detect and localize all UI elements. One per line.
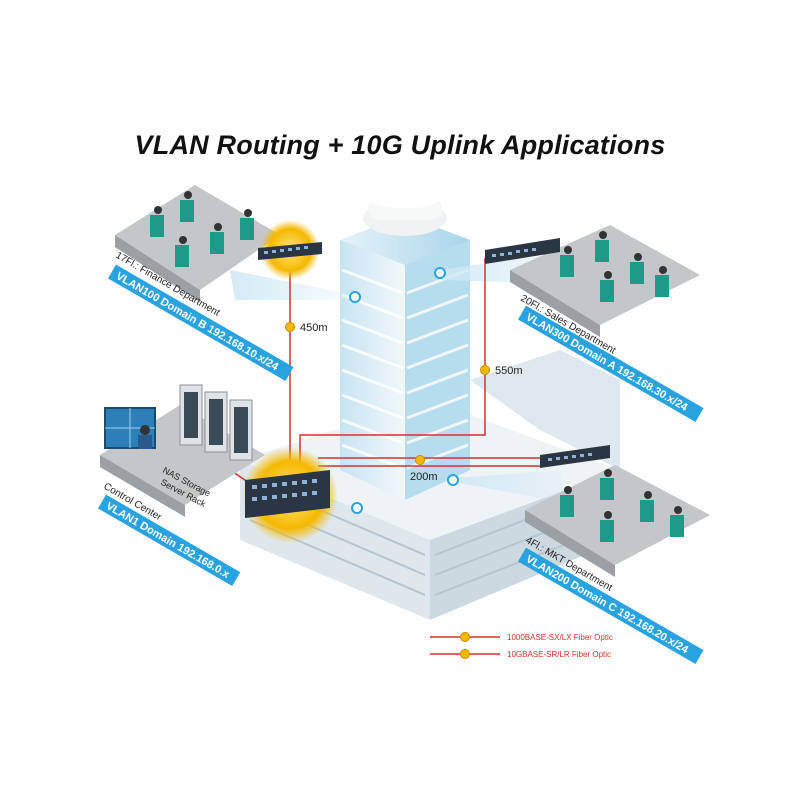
distance-markers (285, 322, 490, 465)
diagram-title: VLAN Routing + 10G Uplink Applications (134, 130, 666, 160)
distance-label-200m: 200m (410, 471, 438, 483)
distance-label-450m: 450m (300, 322, 328, 334)
finance-switch (258, 220, 322, 280)
tower-building (340, 188, 470, 500)
finance-department-floor (115, 185, 280, 302)
control-center-vlan-label: VLAN1 Domain 192.168.0.x (104, 500, 233, 581)
legend-item-1000base: 1000BASE-SX/LX Fiber Optic (430, 632, 613, 642)
control-center-floor (100, 384, 265, 517)
mkt-department-floor (525, 465, 710, 577)
mkt-switch (540, 445, 610, 468)
legend-item-10gbase: 10GBASE-SR/LR Fiber Optic (430, 649, 611, 659)
distance-label-550m: 550m (495, 365, 523, 377)
control-center-vlan-banner: VLAN1 Domain 192.168.0.x (98, 494, 241, 586)
core-switch (242, 447, 338, 543)
legend-label-1000base: 1000BASE-SX/LX Fiber Optic (507, 633, 613, 642)
connection-nodes (349, 267, 459, 514)
legend: 1000BASE-SX/LX Fiber Optic 10GBASE-SR/LR… (430, 632, 613, 659)
legend-label-10gbase: 10GBASE-SR/LR Fiber Optic (507, 650, 611, 659)
sales-switch (485, 238, 560, 264)
server-rack (179, 384, 253, 461)
